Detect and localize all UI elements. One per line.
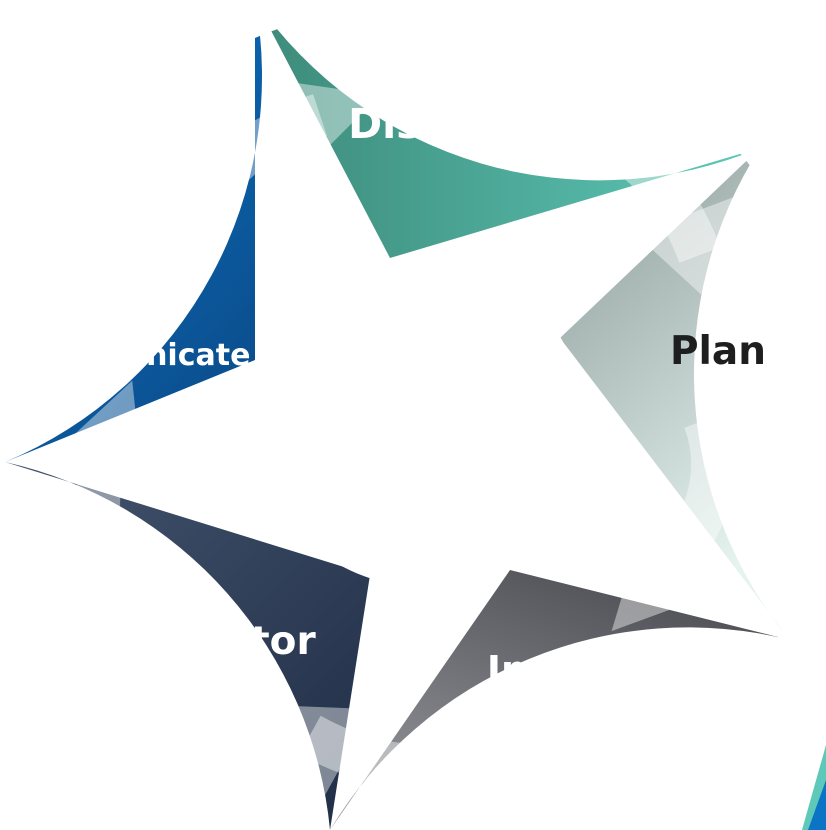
sector-monitor bbox=[5, 462, 370, 830]
stage-label-plan: Plan bbox=[670, 329, 766, 374]
arrow-discover-to-plan-icon bbox=[569, 108, 735, 315]
arrow-monitor-to-educate-icon bbox=[45, 380, 145, 611]
logo-icon bbox=[802, 745, 826, 830]
sector-plan bbox=[560, 148, 790, 640]
arrow-plan-to-implement-icon bbox=[611, 412, 736, 632]
center-hole bbox=[256, 258, 584, 586]
stage-label-discover: Discover bbox=[348, 100, 548, 148]
arrow-educate-to-discover-icon bbox=[168, 78, 381, 242]
sector-implement bbox=[330, 570, 790, 830]
cycle-arrows bbox=[45, 78, 736, 802]
stage-label-educate-line-2: & bbox=[122, 298, 148, 333]
stage-label-educate-line-1: Educate bbox=[67, 258, 203, 293]
sector-educate bbox=[5, 4, 262, 462]
cycle-sectors bbox=[5, 4, 790, 830]
arrow-implement-to-monitor-icon bbox=[254, 704, 497, 802]
sector-discover bbox=[255, 4, 760, 258]
stage-label-monitor: Monitor bbox=[144, 619, 316, 664]
stage-label-educate-line-3: Communicate bbox=[20, 338, 251, 373]
stage-label-implement: Implement bbox=[487, 648, 717, 692]
